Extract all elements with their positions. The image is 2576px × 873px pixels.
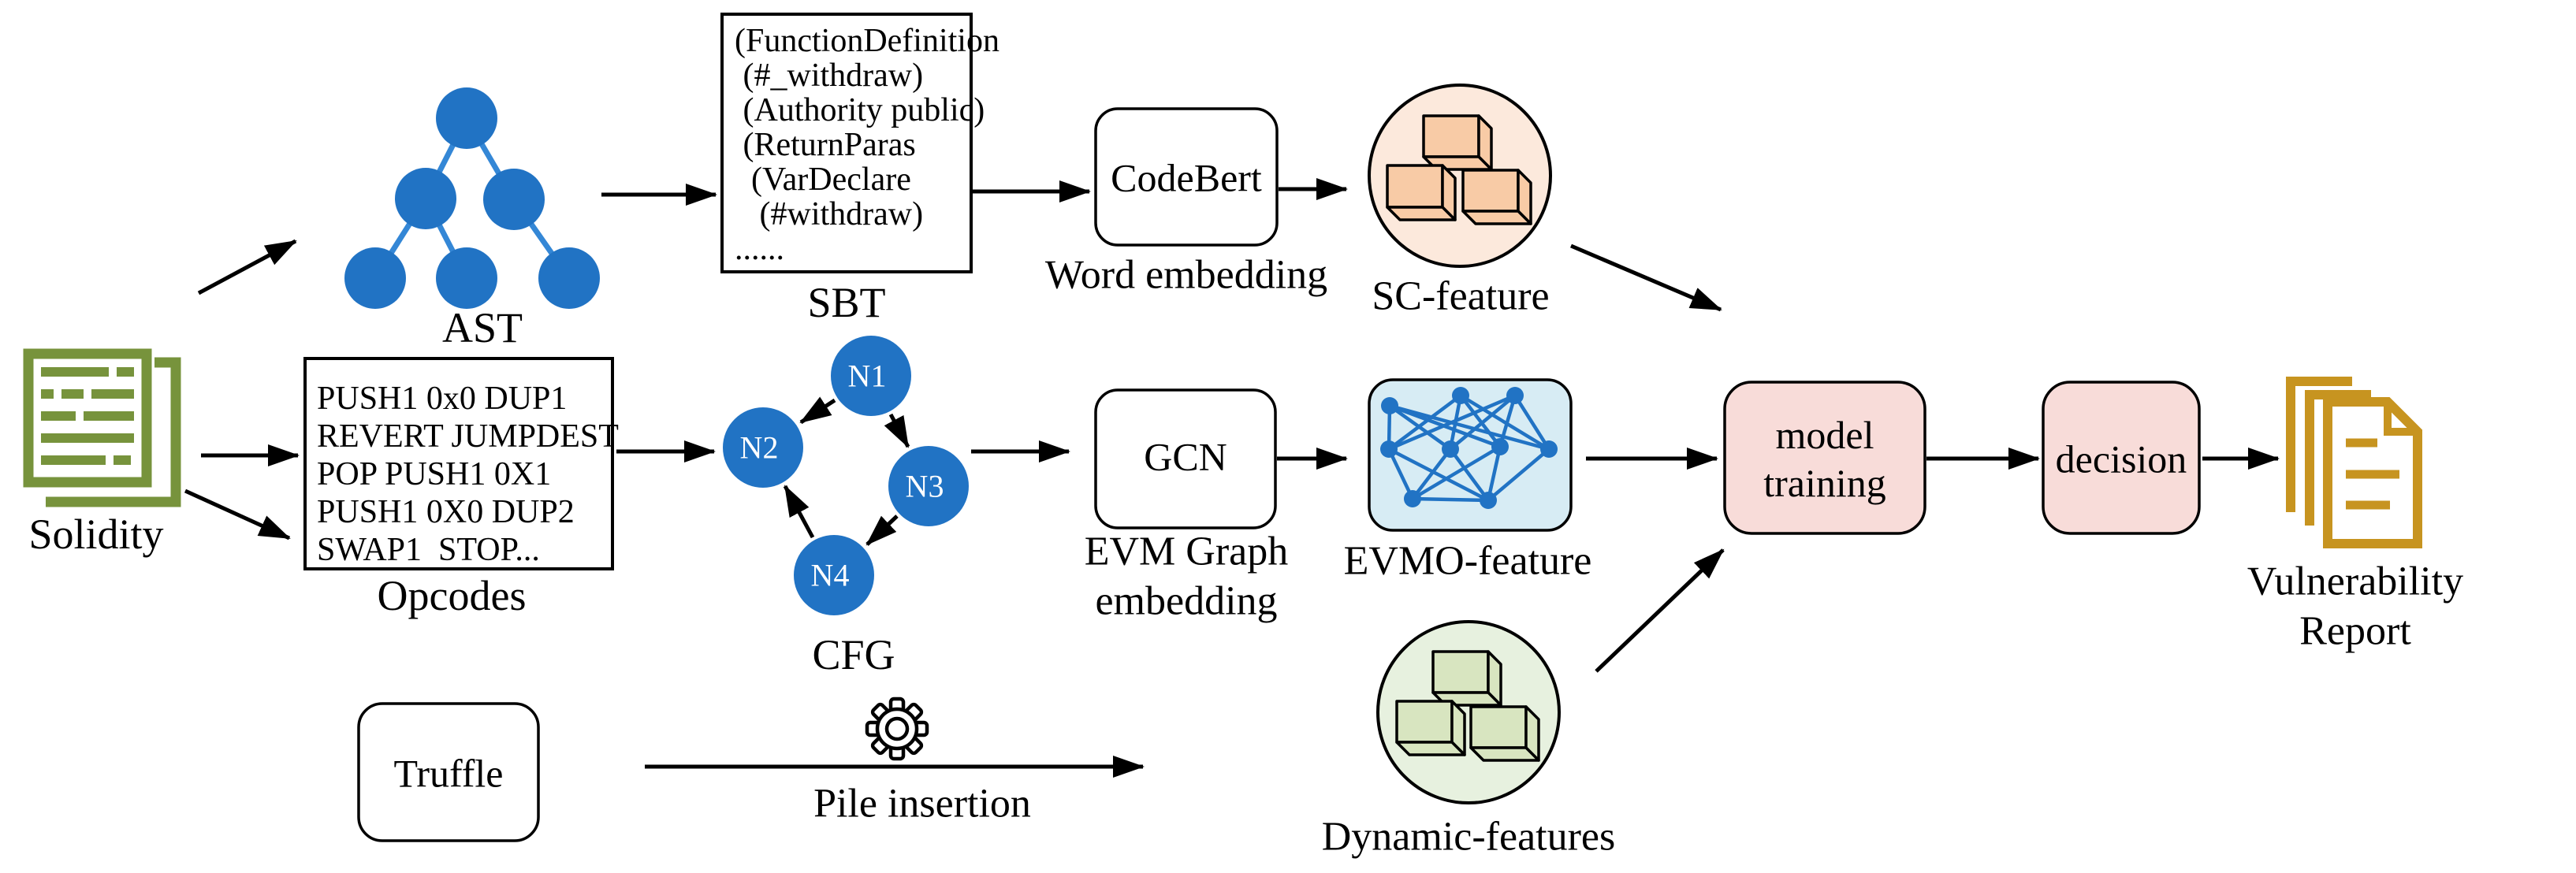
sc-feature-circle — [1368, 84, 1552, 268]
decision-box — [2042, 381, 2201, 535]
model-training-label: model training — [1763, 413, 1886, 505]
sc-feature-label: SC-feature — [1372, 273, 1550, 319]
arrow-sc-feature-to-model-training — [1570, 243, 1722, 312]
codebert-box — [1094, 107, 1279, 247]
cfg-node-n2 — [723, 407, 803, 488]
cfg-edge-n3-n4 — [865, 515, 899, 546]
word-embedding-caption: Word embedding — [1044, 252, 1328, 298]
sbt-box — [720, 13, 973, 273]
sbt-label: SBT — [807, 279, 886, 327]
evmo-feature-label: EVMO-feature — [1343, 538, 1592, 584]
codebert-label: CodeBert — [1111, 155, 1262, 200]
truffle-label: Truffle — [393, 751, 504, 796]
truffle-box — [357, 702, 540, 842]
gear-icon — [865, 697, 929, 761]
solidity-label: Solidity — [28, 511, 164, 559]
model-training-box — [1723, 381, 1926, 535]
evmo-feature-box — [1368, 378, 1573, 532]
cfg-edge-n1-n2 — [799, 396, 836, 425]
cfg-edge-n4-n2 — [783, 485, 815, 539]
sbt-code-line: (#_withdraw) — [735, 58, 924, 94]
opcodes-code-line: REVERT JUMPDEST — [317, 418, 619, 455]
sbt-code-line: ...... — [735, 231, 784, 267]
dynamic-features-label: Dynamic-features — [1321, 814, 1616, 860]
green-cubes-icon — [1395, 650, 1540, 762]
cfg-edge-n1-n3 — [884, 413, 910, 448]
cfg-node-label-n3: N3 — [905, 468, 944, 504]
cfg-node-label-n4: N4 — [810, 557, 850, 593]
evm-graph-embedding-caption: EVM Graph embedding — [1084, 529, 1289, 624]
cfg-node-n1 — [831, 336, 911, 416]
opcodes-code-line: POP PUSH1 0X1 — [317, 456, 552, 492]
opcodes-code-line: PUSH1 0X0 DUP2 — [317, 494, 575, 530]
cfg-graph — [723, 336, 969, 615]
sbt-code-line: (FunctionDefinition — [735, 23, 1000, 59]
cfg-label: CFG — [812, 631, 895, 679]
ast-tree — [344, 87, 600, 309]
arrow-solidity-to-ast — [197, 239, 297, 295]
opcodes-code-line: SWAP1 STOP... — [317, 532, 540, 568]
sbt-code-line: (VarDeclare — [735, 162, 911, 198]
opcodes-code-block: PUSH1 0x0 DUP1 REVERT JUMPDEST POP PUSH1… — [317, 380, 619, 569]
dynamic-features-circle — [1376, 620, 1561, 804]
vulnerability-report-label: Vulnerability Report — [2247, 559, 2464, 654]
ast-label: AST — [441, 304, 523, 352]
cfg-node-n4 — [794, 535, 874, 615]
report-documents-icon — [2286, 377, 2422, 548]
arrow-solidity-to-truffle — [184, 489, 291, 541]
cfg-node-label-n2: N2 — [739, 429, 779, 466]
solidity-documents-icon — [23, 348, 181, 507]
gcn-box — [1094, 388, 1277, 529]
evmo-network — [1387, 393, 1550, 503]
sbt-code-line: (#withdraw) — [735, 196, 924, 232]
cfg-node-label-n1: N1 — [847, 358, 887, 394]
gcn-label: GCN — [1144, 434, 1227, 479]
ast-root-node — [436, 87, 497, 149]
sbt-code-line: (ReturnParas — [735, 127, 916, 163]
opcodes-label: Opcodes — [377, 572, 527, 620]
orange-cubes-icon — [1386, 114, 1532, 225]
opcodes-box — [303, 357, 614, 570]
cfg-node-n3 — [888, 446, 969, 526]
arrow-dynamic-to-model-training — [1595, 548, 1725, 673]
opcodes-code-line: PUSH1 0x0 DUP1 — [317, 381, 568, 417]
sbt-code-block: (FunctionDefinition (#_withdraw) (Author… — [735, 24, 1000, 266]
sbt-code-line: (Authority public) — [735, 92, 985, 128]
pile-insertion-caption: Pile insertion — [813, 781, 1031, 827]
decision-label: decision — [2055, 436, 2187, 481]
